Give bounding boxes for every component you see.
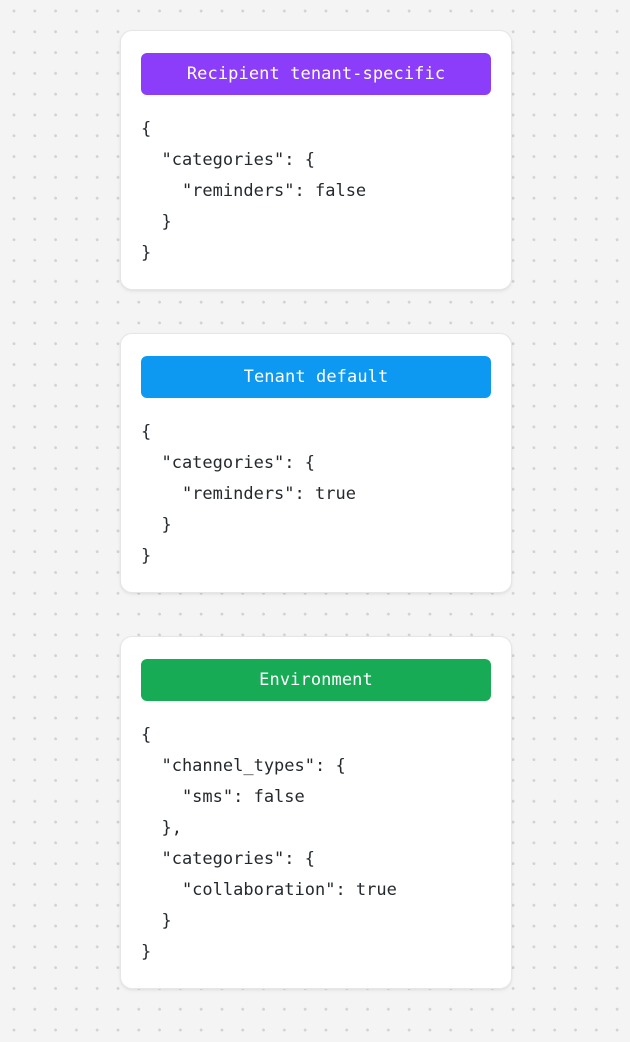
card-code-tenant-default: { "categories": { "reminders": true } } bbox=[141, 422, 356, 566]
card-code-environment: { "channel_types": { "sms": false }, "ca… bbox=[141, 725, 397, 962]
card-badge-environment: Environment bbox=[141, 659, 491, 701]
card-code-recipient-tenant-specific: { "categories": { "reminders": false } } bbox=[141, 119, 367, 263]
card-environment: Environment { "channel_types": { "sms": … bbox=[120, 636, 512, 989]
card-tenant-default: Tenant default { "categories": { "remind… bbox=[120, 333, 512, 593]
card-recipient-tenant-specific: Recipient tenant-specific { "categories"… bbox=[120, 30, 512, 290]
card-badge-recipient-tenant-specific: Recipient tenant-specific bbox=[141, 53, 491, 95]
card-badge-tenant-default: Tenant default bbox=[141, 356, 491, 398]
card-stack: Recipient tenant-specific { "categories"… bbox=[120, 30, 512, 989]
